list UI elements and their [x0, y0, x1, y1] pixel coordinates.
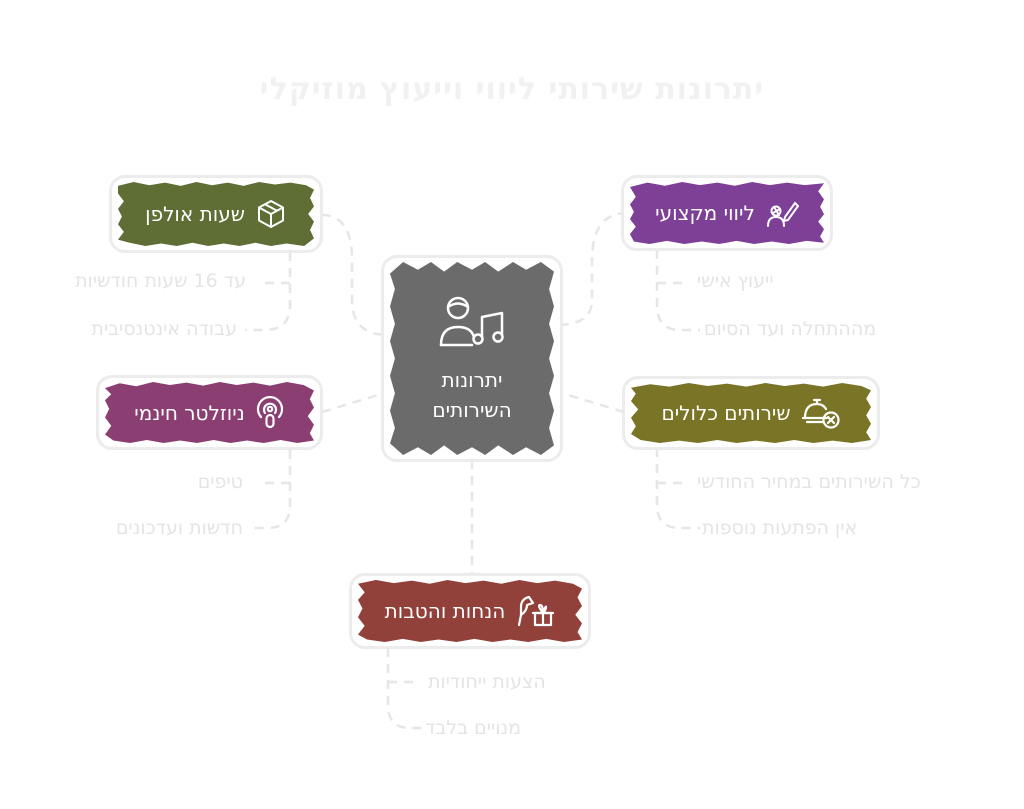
- gift-icon: [515, 593, 555, 629]
- branch-item: מההתחלה ועד הסיום: [704, 318, 877, 340]
- branch-studio-hours: שעות אולפן: [109, 175, 323, 253]
- branch-item: כל השירותים במחיר החודשי: [697, 471, 921, 493]
- branch-item: עבודה אינטנסיבית: [91, 318, 237, 340]
- podcast-icon: [255, 395, 285, 430]
- branch-discounts-benefits: הנחות והטבות: [349, 573, 591, 649]
- musician-icon: [438, 293, 506, 353]
- box-icon: [255, 198, 287, 230]
- branch-free-newsletter: ניוזלטר חינמי: [96, 375, 323, 450]
- branch-item: הצעות ייחודיות: [428, 671, 546, 693]
- branch-professional-guidance: ליווי מקצועי: [621, 175, 833, 251]
- user-edit-icon: [765, 197, 799, 229]
- branch-label: הנחות והטבות: [384, 599, 506, 623]
- center-node: יתרונות השירותים: [381, 255, 563, 462]
- branch-item: טיפים: [197, 471, 243, 493]
- branch-item: אין הפתעות נוספות: [702, 517, 858, 539]
- branch-item: ייעוץ אישי: [697, 270, 774, 292]
- branch-inclusive-services: שירותים כלולים: [622, 376, 880, 450]
- branch-label: שירותים כלולים: [661, 401, 791, 425]
- branch-item: מנויים בלבד: [425, 717, 521, 739]
- diagram-title: יתרונות שירותי ליווי וייעוץ מוזיקלי: [259, 72, 765, 107]
- branch-item: חדשות ועדכונים: [115, 517, 243, 539]
- service-icon: [801, 396, 841, 430]
- branch-label: שעות אולפן: [145, 202, 245, 226]
- branch-label: ליווי מקצועי: [655, 201, 755, 225]
- center-title-line2: השירותים: [432, 397, 512, 422]
- branch-label: ניוזלטר חינמי: [134, 400, 245, 425]
- center-title-line1: יתרונות: [441, 367, 503, 392]
- branch-item: עד 16 שעות חודשיות: [75, 270, 246, 292]
